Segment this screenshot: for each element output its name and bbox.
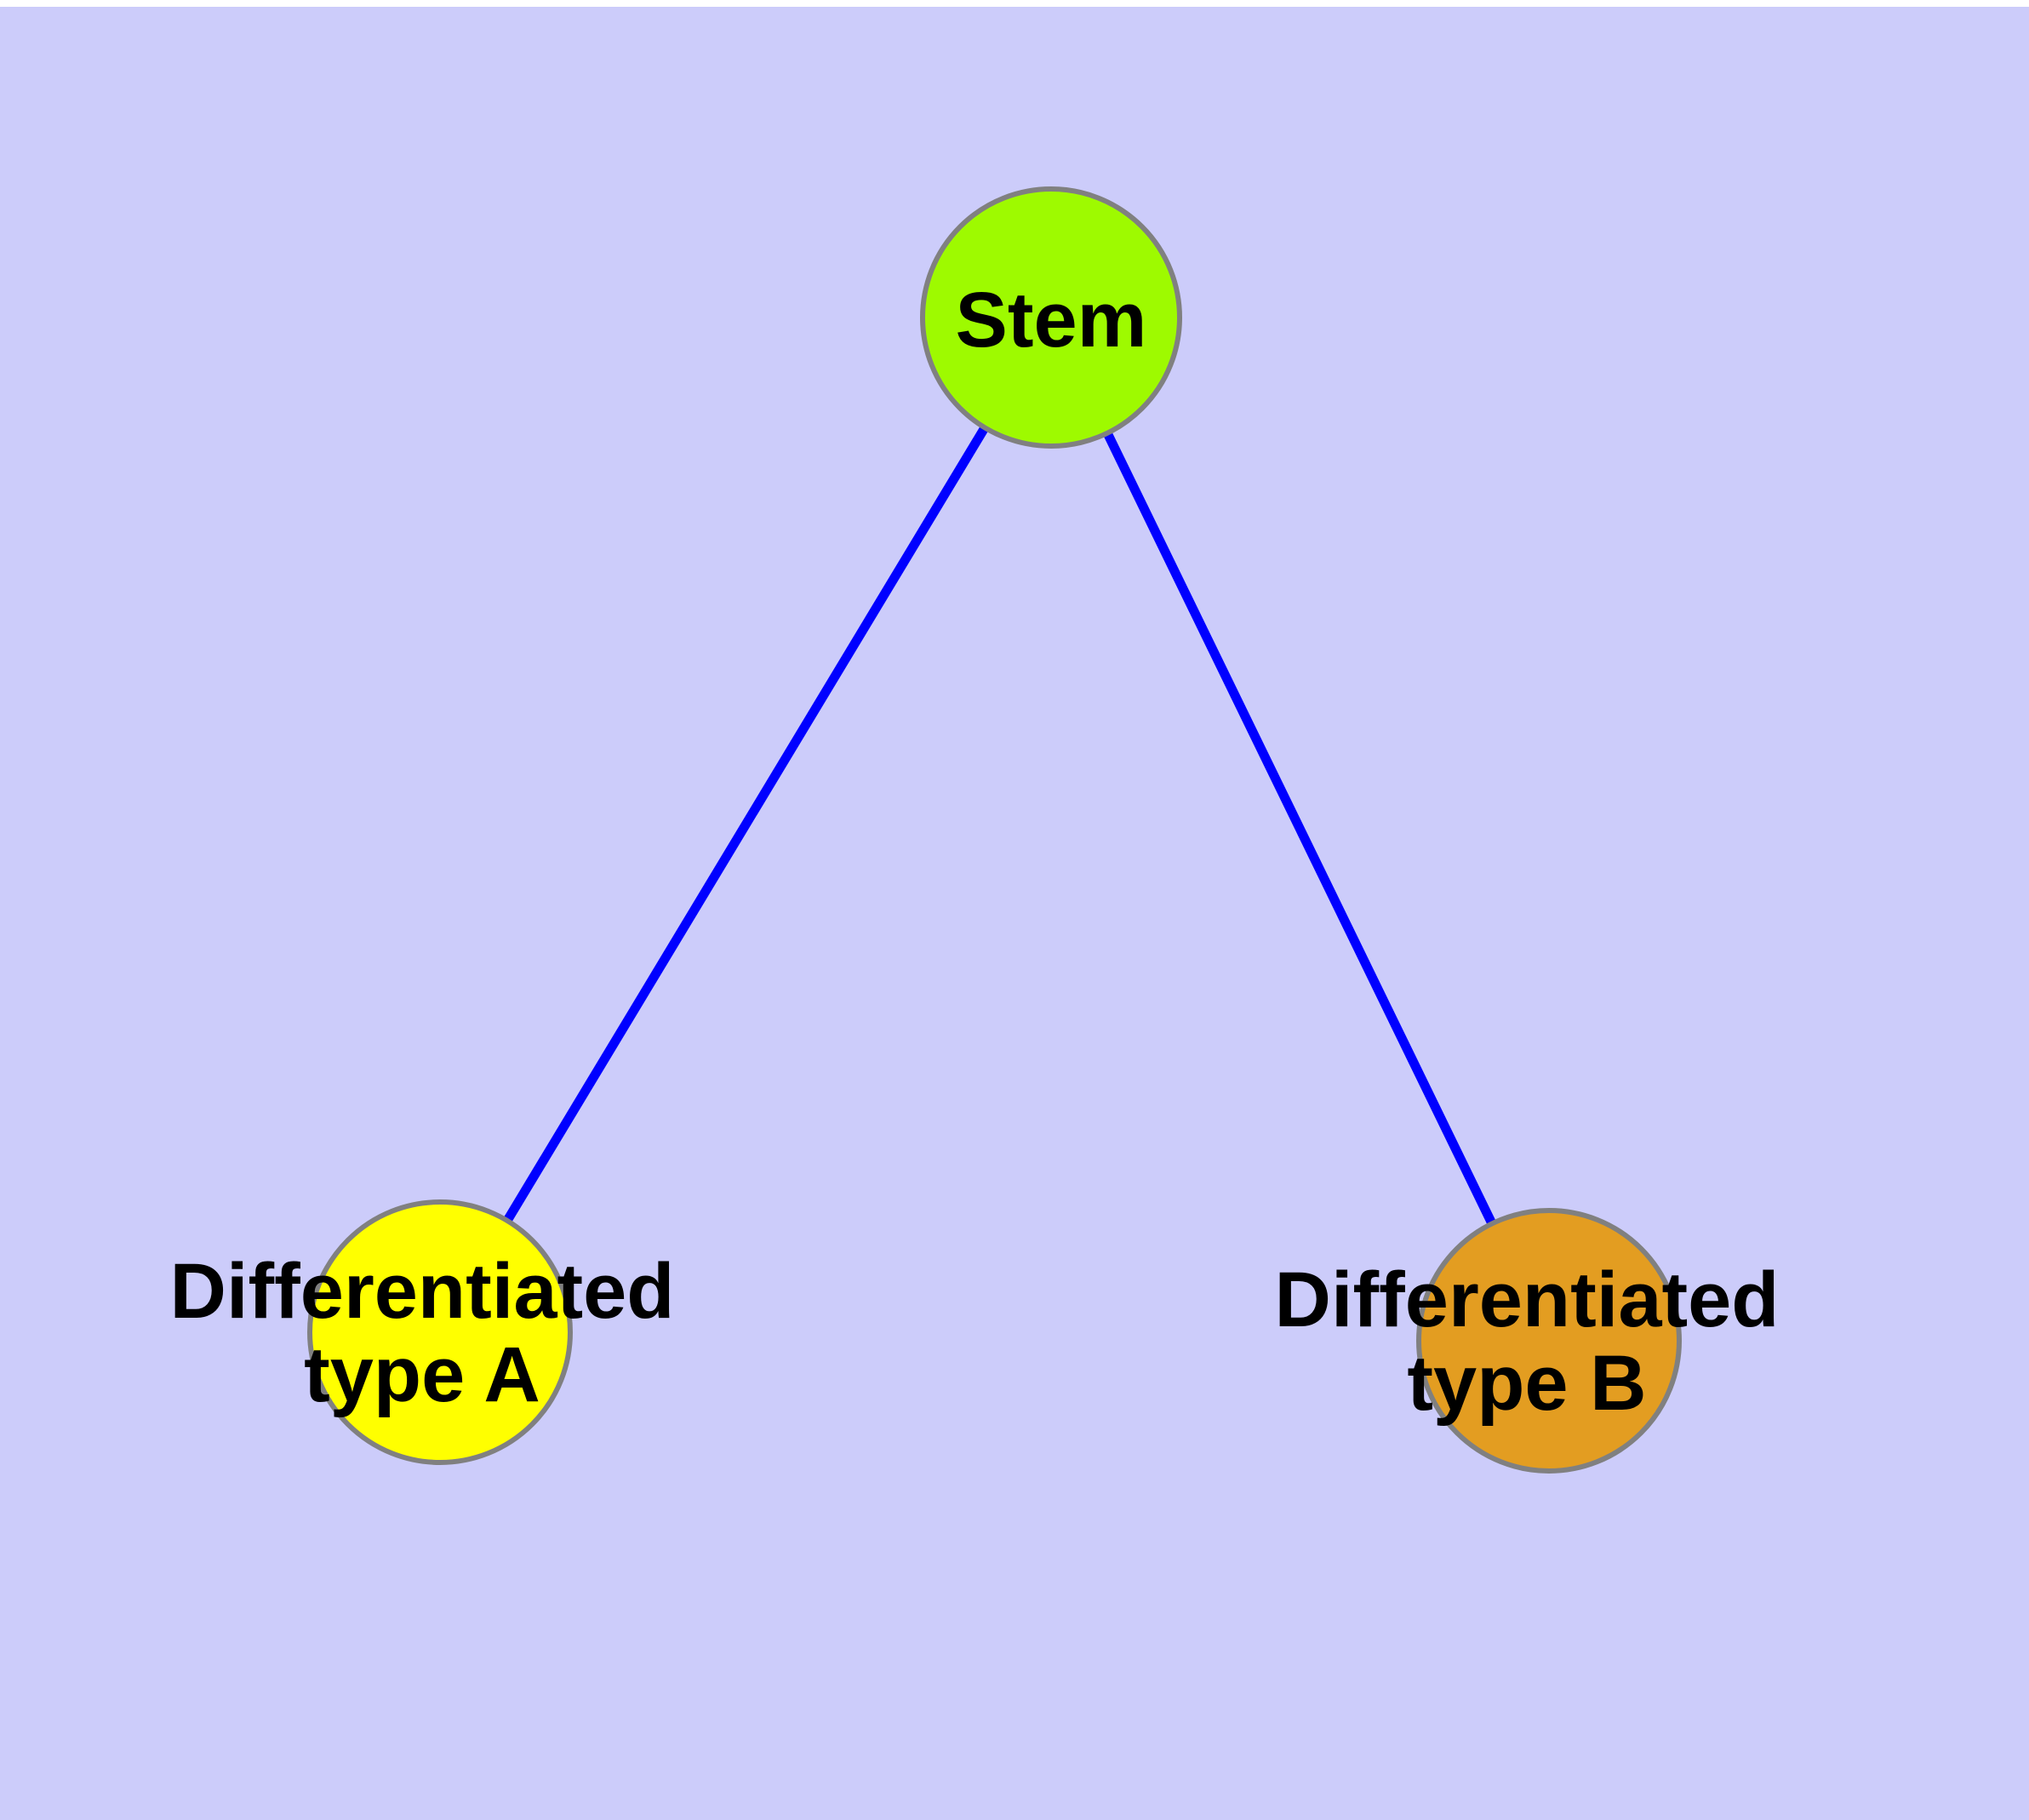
graph-svg	[307, 186, 1682, 1474]
graph-node-stem[interactable]	[920, 186, 1182, 449]
graph-node-diff_a[interactable]	[307, 1199, 573, 1465]
graph-edge-stem-diff_a	[503, 425, 989, 1223]
graph-node-diff_b[interactable]	[1416, 1208, 1682, 1474]
graph-edge-stem-diff_b	[1103, 431, 1496, 1226]
nodes-layer	[307, 186, 1682, 1474]
edges-layer	[503, 425, 1496, 1226]
